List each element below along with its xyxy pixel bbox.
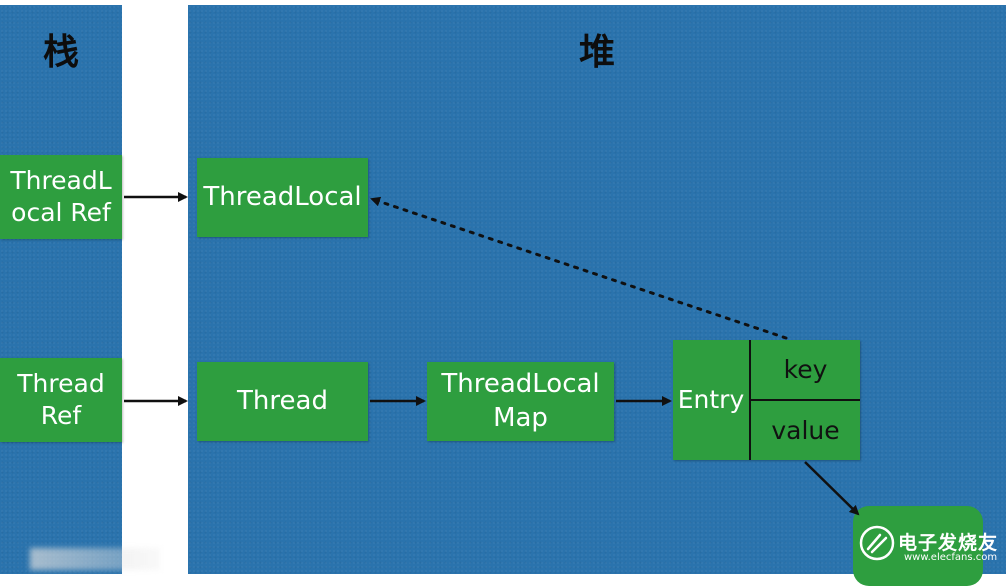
heap-title: 堆 — [578, 32, 615, 73]
entry-divider-horizontal — [749, 399, 860, 401]
threadlocalmap-line-2: Map — [493, 402, 548, 433]
threadlocal-ref-box: ThreadL ocal Ref — [0, 155, 122, 239]
watermark-url: www.elecfans.com — [904, 552, 998, 563]
entry-value-label: value — [771, 415, 840, 445]
threadlocal-box: ThreadLocal — [197, 158, 368, 237]
threadlocal-label: ThreadLocal — [203, 181, 362, 212]
entry-box: Entry key value — [673, 340, 860, 460]
thread-ref-box: Thread Ref — [0, 358, 122, 442]
threadlocal-ref-line-1: ThreadL — [10, 166, 112, 195]
thread-label: Thread — [237, 385, 328, 416]
thread-ref-line-1: Thread — [17, 369, 105, 398]
elecfans-logo-icon — [859, 525, 895, 561]
blurred-watermark — [30, 548, 160, 570]
threadlocalmap-line-1: ThreadLocal — [441, 369, 600, 400]
thread-ref-line-2: Ref — [40, 401, 82, 430]
thread-box: Thread — [197, 362, 368, 441]
stack-title: 栈 — [42, 32, 79, 73]
threadlocalmap-box: ThreadLocal Map — [427, 362, 614, 441]
watermark-text: 电子发烧友 — [898, 532, 999, 554]
entry-key-label: key — [783, 354, 828, 384]
threadlocal-ref-line-2: ocal Ref — [11, 198, 111, 227]
entry-label: Entry — [677, 385, 745, 414]
value-object-box — [853, 506, 983, 586]
heap-panel: 堆 — [188, 5, 1006, 574]
stack-panel: 栈 — [0, 5, 122, 574]
